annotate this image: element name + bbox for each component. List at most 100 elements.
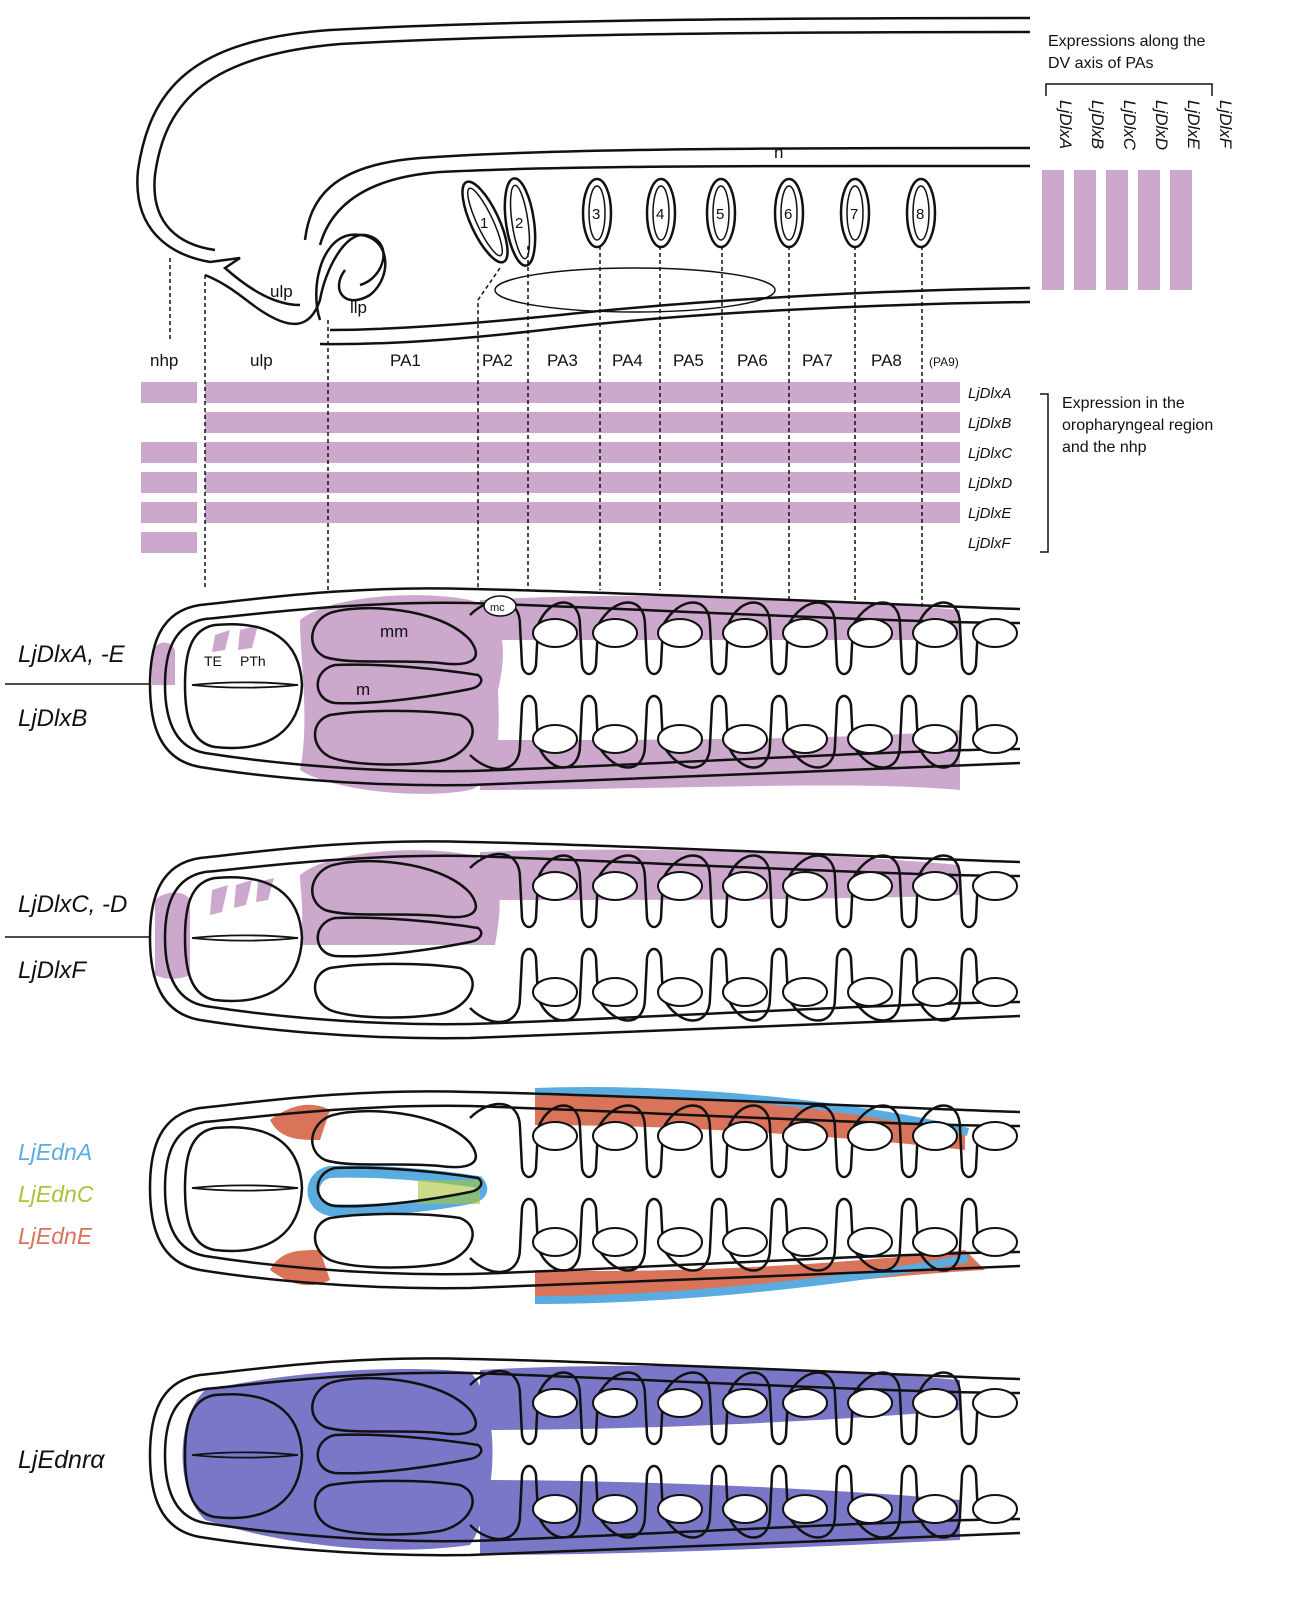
- dv-expression-bar: [1106, 170, 1128, 290]
- arch-5: 5: [707, 179, 735, 247]
- ulp-label: ulp: [270, 282, 293, 301]
- oro-gene-label: LjDlxF: [968, 535, 1011, 552]
- pth-label: PTh: [240, 653, 266, 669]
- oro-gene-label: LjDlxB: [968, 415, 1011, 432]
- region-nhp: nhp: [150, 351, 178, 370]
- dv-title-1: Expressions along the: [1048, 33, 1206, 50]
- panel2-label-top: LjDlxC, -D: [18, 891, 127, 918]
- arch-4: 4: [647, 179, 675, 247]
- region-pa8: PA8: [871, 351, 902, 370]
- panel-edn: [150, 1091, 1020, 1300]
- oro-gene-label: LjDlxA: [968, 385, 1011, 402]
- arch-label: 6: [784, 206, 792, 223]
- dv-expression-bar: [1042, 170, 1064, 290]
- dv-gene-label: LjDlxA: [1056, 100, 1075, 149]
- dv-expression-bar: [1074, 170, 1096, 290]
- dv-column-LjDlxB: LjDlxB: [1074, 100, 1107, 290]
- oro-bar: [205, 382, 960, 403]
- mc-label: mc: [490, 602, 505, 614]
- region-ulp: ulp: [250, 351, 273, 370]
- dv-column-LjDlxF: LjDlxF: [1216, 100, 1235, 150]
- nhp-bar: [141, 442, 197, 463]
- dv-gene-label: LjDlxD: [1152, 100, 1171, 150]
- region-pa2: PA2: [482, 351, 513, 370]
- te-label: TE: [204, 653, 222, 669]
- oro-row-LjDlxA: LjDlxA: [141, 382, 1011, 403]
- region-pa4: PA4: [612, 351, 643, 370]
- m-label: m: [356, 680, 370, 699]
- oro-title-1: Expression in the: [1062, 395, 1185, 412]
- oropharyngeal-expression-bars: LjDlxA LjDlxB LjDlxC LjDlxD LjDlxE LjDlxF: [141, 382, 1012, 553]
- oro-bar: [205, 502, 960, 523]
- oro-title-3: and the nhp: [1062, 439, 1147, 456]
- oro-title: Expression in the oropharyngeal region a…: [1040, 394, 1213, 552]
- panel1-label-bottom: LjDlxB: [18, 705, 87, 732]
- region-pa7: PA7: [802, 351, 833, 370]
- dv-gene-label: LjDlxF: [1216, 100, 1235, 150]
- panel3-label-edne: LjEdnE: [18, 1223, 93, 1249]
- region-pa3: PA3: [547, 351, 578, 370]
- oro-row-LjDlxF: LjDlxF: [141, 532, 1011, 553]
- panel2-label-bottom: LjDlxF: [18, 957, 87, 984]
- panel-ednr: [150, 1358, 1020, 1555]
- dv-expression-bar: [1138, 170, 1160, 290]
- arch-outlines: 1 2 3 4 5 6 7 8: [454, 176, 935, 268]
- dv-title-2: DV axis of PAs: [1048, 55, 1154, 72]
- arch-label: 8: [916, 206, 924, 223]
- region-pa9: (PA9): [929, 355, 959, 369]
- dv-gene-label: LjDlxC: [1120, 100, 1139, 151]
- dv-column-LjDlxA: LjDlxA: [1042, 100, 1075, 290]
- nhp-bar: [141, 502, 197, 523]
- oro-row-LjDlxE: LjDlxE: [141, 502, 1012, 523]
- panel4-label: LjEdnrα: [18, 1446, 105, 1474]
- sagittal-view: ulp llp n 1 2 3 4 5 6 7 8: [137, 18, 1030, 344]
- oro-row-LjDlxD: LjDlxD: [141, 472, 1012, 493]
- arch-8: 8: [907, 179, 935, 247]
- nhp-bar: [141, 532, 197, 553]
- panel3-label-ednc: LjEdnC: [18, 1181, 94, 1207]
- dv-column-LjDlxE: LjDlxE: [1170, 100, 1203, 290]
- oro-bar: [205, 442, 960, 463]
- arch-7: 7: [841, 179, 869, 247]
- region-labels: nhp ulp PA1 PA2 PA3 PA4 PA5 PA6 PA7 PA8 (PA9): [150, 351, 959, 370]
- arch-label: 1: [480, 215, 488, 232]
- dv-gene-label: LjDlxB: [1088, 100, 1107, 149]
- llp-label: llp: [350, 298, 367, 317]
- arch-3: 3: [583, 179, 611, 247]
- region-pa5: PA5: [673, 351, 704, 370]
- edne-domain: [535, 1250, 985, 1300]
- dlx-domain: [152, 643, 175, 686]
- nhp-bar: [141, 382, 197, 403]
- arch-label: 5: [716, 206, 724, 223]
- notochord-label: n: [774, 143, 783, 162]
- panel1-label-top: LjDlxA, -E: [18, 641, 126, 668]
- oro-gene-label: LjDlxE: [968, 505, 1012, 522]
- oro-gene-label: LjDlxD: [968, 475, 1012, 492]
- panel-dlx-c-d: [150, 841, 1020, 1038]
- dv-axis-block: Expressions along the DV axis of PAs LjD…: [1042, 33, 1235, 290]
- mm-label: mm: [380, 622, 408, 641]
- region-pa1: PA1: [390, 351, 421, 370]
- oro-title-2: oropharyngeal region: [1062, 417, 1213, 434]
- region-pa6: PA6: [737, 351, 768, 370]
- arch-label: 3: [592, 206, 600, 223]
- oro-row-LjDlxC: LjDlxC: [141, 442, 1012, 463]
- dv-gene-label: LjDlxE: [1184, 100, 1203, 150]
- nhp-bar: [141, 472, 197, 493]
- dv-column-LjDlxC: LjDlxC: [1106, 100, 1139, 290]
- arch-label: 2: [515, 215, 523, 232]
- dv-gene-columns: LjDlxA LjDlxB LjDlxC LjDlxD LjDlxE LjDlxF: [1042, 100, 1235, 290]
- dv-column-LjDlxD: LjDlxD: [1138, 100, 1171, 290]
- panel3-label-edna: LjEdnA: [18, 1139, 92, 1165]
- arch-6: 6: [775, 179, 803, 247]
- arch-label: 7: [850, 206, 858, 223]
- oro-gene-label: LjDlxC: [968, 445, 1012, 462]
- dv-expression-bar: [1170, 170, 1192, 290]
- oro-bar: [205, 412, 960, 433]
- arch-label: 4: [656, 206, 664, 223]
- oro-row-LjDlxB: LjDlxB: [205, 412, 1011, 433]
- oro-bar: [205, 472, 960, 493]
